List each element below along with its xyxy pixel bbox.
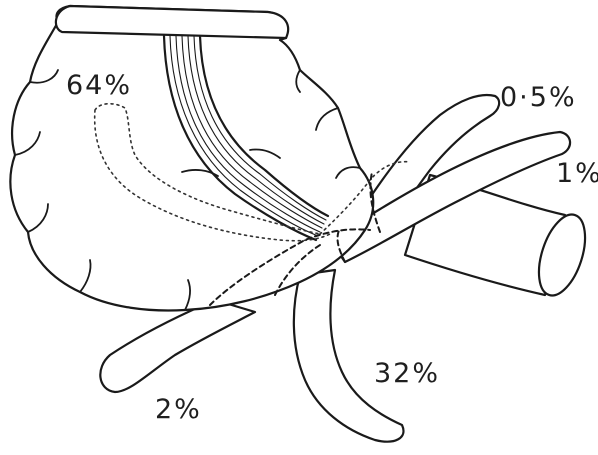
percentage-label-sigmoid: 64%: [66, 72, 132, 99]
colon-body: [10, 6, 373, 310]
percentage-label-right-branch: 1%: [556, 160, 598, 187]
percentage-label-lower-left-branch: 2%: [155, 396, 202, 423]
percentage-label-lower-right-branch: 32%: [374, 360, 440, 387]
lower-right-branch-vessel: [294, 270, 404, 442]
percentage-label-upper-branch: 0·5%: [500, 84, 577, 111]
lower-left-branch-vessel: [100, 300, 255, 392]
